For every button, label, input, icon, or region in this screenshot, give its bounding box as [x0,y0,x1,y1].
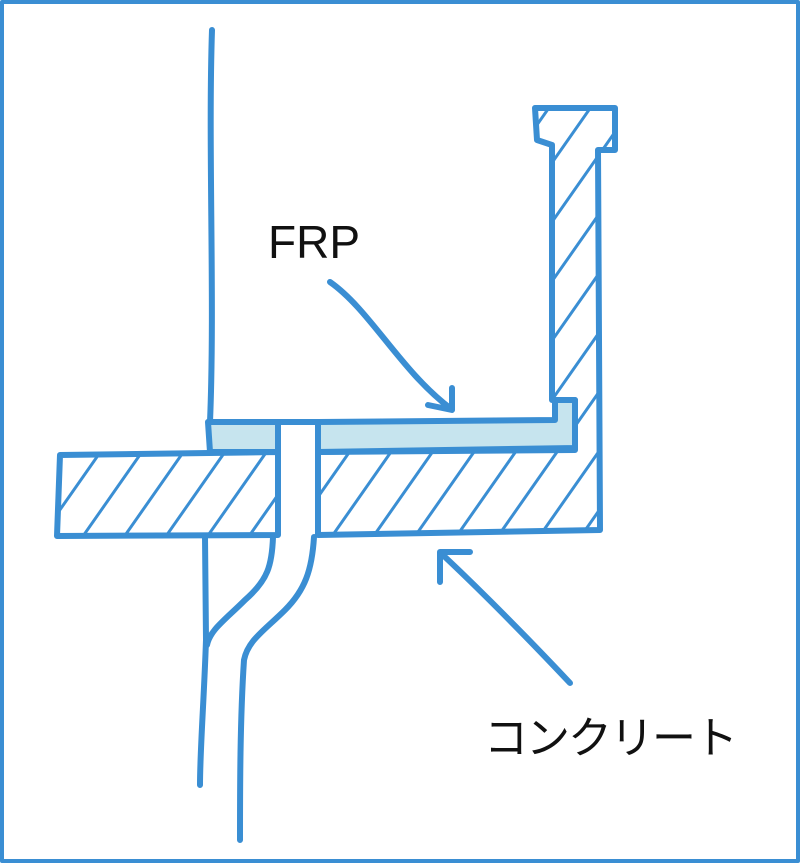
frp-layer [205,397,578,455]
frp-label: FRP [268,216,360,268]
concrete-slab [54,105,618,539]
drain-pipe-inner [204,534,276,648]
drain-pipe-right [237,534,317,843]
frp-arrow [327,279,455,413]
left-wall-line [207,27,215,425]
drain-pipe-left [197,534,209,788]
concrete-label: コンクリート [484,714,738,763]
concrete-arrow [437,549,573,686]
